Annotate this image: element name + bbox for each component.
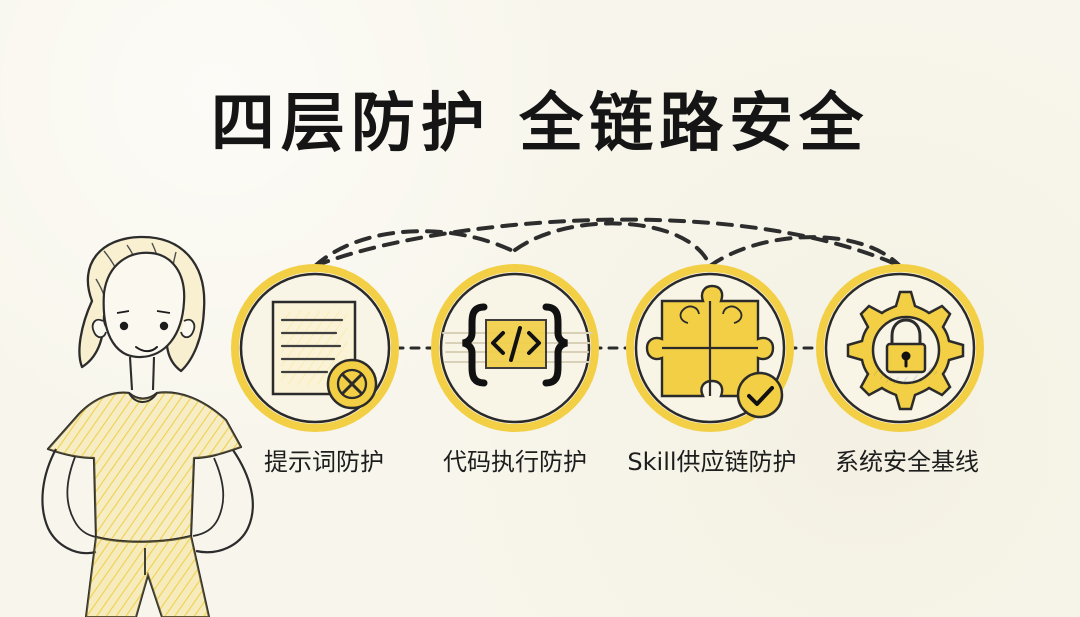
stage-2-node (431, 264, 599, 432)
stage-3-node (626, 264, 794, 432)
stage-1-inner-ring (239, 272, 391, 424)
puzzle-check-icon (645, 284, 784, 419)
prompt-document-blocked-icon (271, 300, 378, 410)
character-right-ear (180, 318, 196, 339)
top-loop-wide (313, 217, 902, 268)
code-brackets-icon (442, 303, 593, 387)
character-pants (84, 534, 211, 617)
top-loop-right (708, 235, 902, 268)
top-loop-middle (513, 221, 712, 268)
stage-3-inner-ring (634, 272, 786, 424)
character-face (102, 251, 186, 359)
character-pants-fill (86, 536, 209, 617)
stage-label-1: 提示词防护 (264, 448, 384, 476)
character-neck (128, 356, 156, 391)
character-right-eye (159, 321, 169, 331)
top-loop-left (313, 229, 517, 268)
gear-lock-icon (846, 290, 965, 411)
character-left-arm-inner (66, 456, 97, 538)
character-right-arm (195, 449, 254, 554)
stage-2-inner-ring (439, 272, 591, 424)
stage-label-3: Skill供应链防护 (627, 448, 797, 476)
character-left-arm (41, 448, 97, 555)
stage-4-inner-ring (824, 272, 976, 424)
stage-1-node (231, 264, 399, 432)
character-smile (135, 346, 158, 353)
character-right-arm-inner (192, 457, 225, 537)
character-left-ear (91, 318, 107, 339)
character-collar (128, 392, 158, 403)
character-left-eye (119, 321, 129, 331)
character-brows (116, 310, 171, 314)
girl-character (41, 235, 254, 617)
stage-label-4: 系统安全基线 (835, 448, 979, 476)
stage-4-node (816, 264, 984, 432)
stage-label-2: 代码执行防护 (443, 448, 587, 476)
character-shirt-fill (48, 392, 241, 542)
connection-loops (313, 217, 902, 268)
page-title: 四层防护 全链路安全 (210, 87, 870, 161)
